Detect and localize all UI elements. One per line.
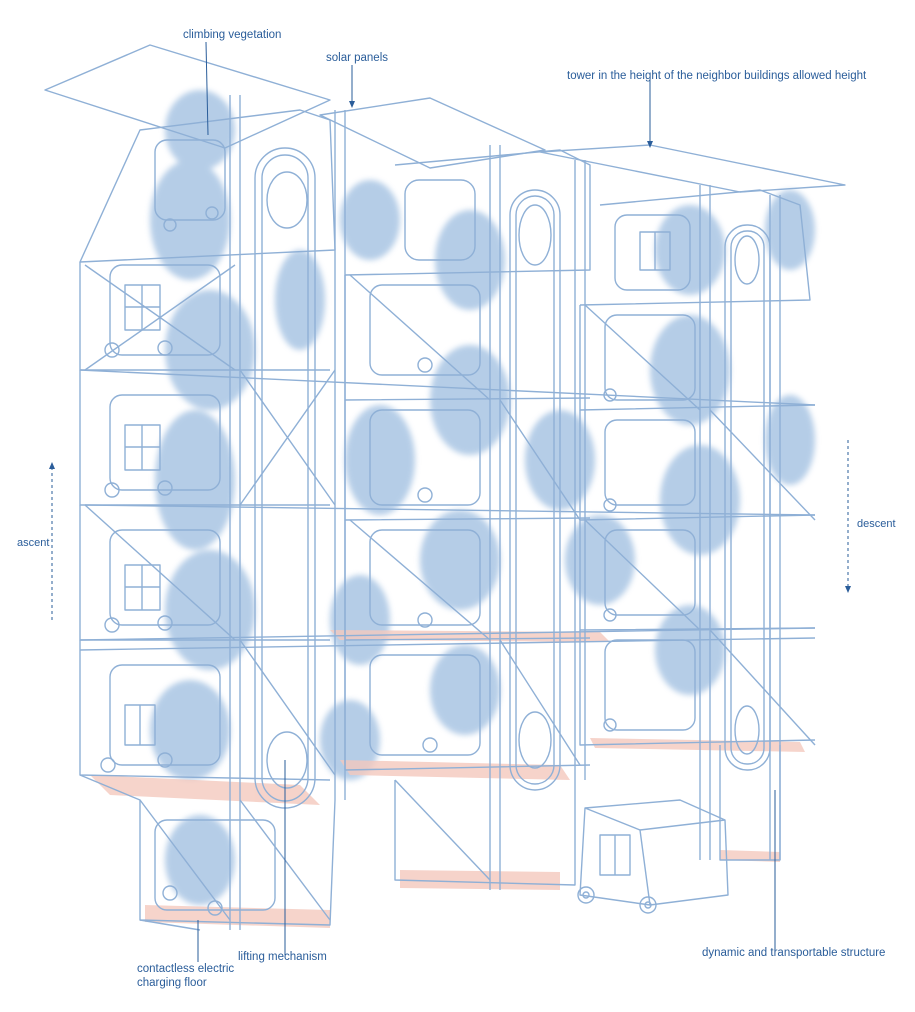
solar-panel-left [44,44,331,149]
label-descent: descent [857,518,896,530]
label-charging-floor: contactless electric charging floor [137,962,234,990]
label-climbing-vegetation: climbing vegetation [183,29,282,41]
solar-panel-mid [319,97,546,169]
label-solar-panels: solar panels [326,52,389,64]
climbing-vegetation [150,90,815,905]
lift-loop-right [724,224,771,771]
label-charging-floor-line2: charging floor [137,977,207,989]
lift-loop-mid [509,189,561,791]
label-tower-height: tower in the height of the neighbor buil… [567,70,867,82]
leader-climbing-vegetation [205,41,209,136]
structure-lines [44,44,846,931]
arrow-heads [49,101,851,593]
annotation-leaders [51,41,849,962]
lift-loop-left [254,147,316,809]
solar-panel-right [539,144,846,193]
label-lifting-mechanism: lifting mechanism [238,951,327,963]
label-dynamic-structure: dynamic and transportable structure [702,947,886,959]
transport-pod [579,799,729,906]
label-charging-floor-line1: contactless electric [137,963,235,975]
label-ascent: ascent [17,537,50,549]
